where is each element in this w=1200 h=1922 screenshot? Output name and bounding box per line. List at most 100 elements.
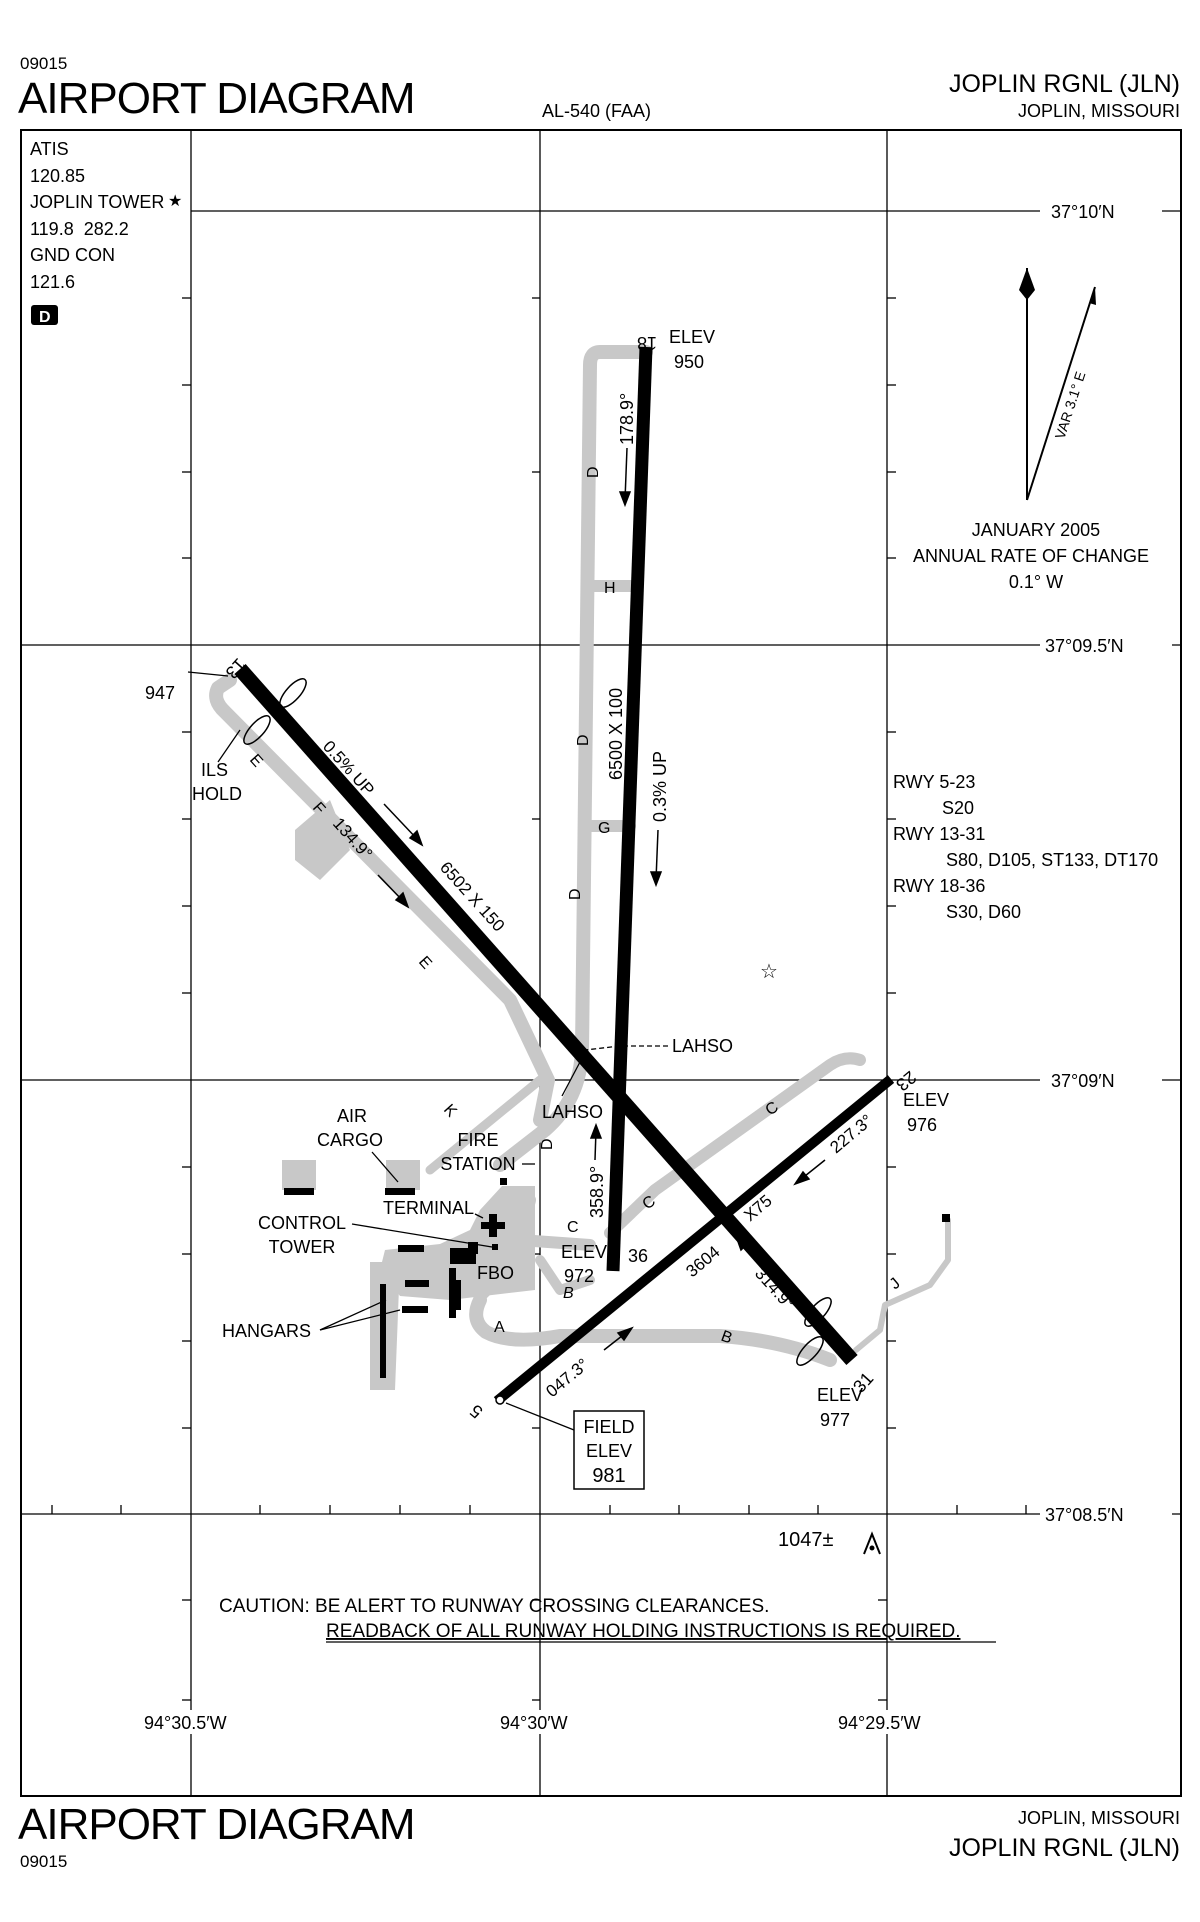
runway-23-elev-value: 976 (907, 1115, 937, 1135)
runway-36-heading-arrow-icon (589, 1122, 603, 1161)
magnetic-rate-label: ANNUAL RATE OF CHANGE (913, 546, 1149, 566)
control-tower-label-1: CONTROL (258, 1213, 346, 1233)
runway-5-heading-arrow-icon (603, 1326, 634, 1351)
tower-label: JOPLIN TOWER (30, 192, 164, 212)
runway-5-threshold-marker (495, 1395, 505, 1405)
terminal-label: TERMINAL (383, 1198, 474, 1218)
obstacle-height: 1047± (778, 1529, 833, 1551)
lahso-leader-2 (561, 1061, 581, 1097)
magnetic-rate-value: 0.1° W (1009, 572, 1063, 592)
caution-line-1: CAUTION: BE ALERT TO RUNWAY CROSSING CLE… (219, 1596, 769, 1617)
hangar-6 (455, 1280, 461, 1310)
taxiway-d-1: D (585, 466, 602, 478)
latitude-label-4: 37°08.5′N (1045, 1505, 1124, 1525)
ils-hold-label-1: ILS (201, 760, 228, 780)
taxiway-e-2: E (415, 953, 435, 972)
airport-city: JOPLIN, MISSOURI (1017, 101, 1180, 121)
runway-18-elev-value: 950 (674, 352, 704, 372)
hangar-5 (449, 1268, 456, 1318)
ground-frequency: 121.6 (30, 272, 75, 292)
fbo-label: FBO (477, 1263, 514, 1283)
runway-36-heading: 358.9° (587, 1166, 607, 1218)
control-tower-building (492, 1244, 498, 1250)
terminal-building (481, 1214, 505, 1237)
north-arrow-icon (1019, 268, 1096, 501)
runway-5-23 (493, 1075, 895, 1405)
hangar-1 (398, 1245, 424, 1252)
rwy-5-23-label: RWY 5-23 (893, 772, 975, 792)
longitude-label-3: 94°29.5′W (838, 1713, 921, 1733)
hangar-2 (405, 1280, 429, 1287)
runway-end-18: 18 (637, 333, 657, 353)
runway-36-elev-label: ELEV (561, 1242, 607, 1262)
runway-13-31 (234, 664, 858, 1365)
datalink-badge: D (39, 309, 51, 326)
hangar-7 (942, 1214, 950, 1222)
runway-36-elev-value: 972 (564, 1266, 594, 1286)
rotating-beacon-icon: ☆ (760, 961, 778, 983)
longitude-label-2: 94°30′W (500, 1713, 568, 1733)
field-elev-box (573, 1410, 645, 1490)
runway-18-36-slope-arrow-icon (649, 829, 663, 888)
runway-13-31-slope-arrow-icon (383, 803, 424, 847)
obstacle-icon (863, 1531, 881, 1555)
taxiway-k: K (440, 1101, 460, 1121)
taxiway-b-1: B (563, 1285, 574, 1302)
taxiway-g: G (598, 820, 610, 837)
taxiway-a: A (494, 1319, 505, 1336)
air-cargo-leader (371, 1151, 399, 1183)
runway-18-heading-arrow-icon (618, 447, 632, 508)
footer-airport: JOPLIN RGNL (JLN) (948, 1834, 1180, 1862)
longitude-label-1: 94°30.5′W (144, 1713, 227, 1733)
tower-star-icon: ★ (168, 193, 182, 210)
runway-23-elev-label: ELEV (903, 1090, 949, 1110)
fire-station-building (500, 1178, 507, 1185)
rwy-18-36-strength: S30, D60 (946, 902, 1021, 922)
fire-station-label-1: FIRE (457, 1130, 498, 1150)
runway-31-elev-label: ELEV (817, 1385, 863, 1405)
airport-name: JOPLIN RGNL (JLN) (948, 70, 1180, 98)
lahso-label-1: LAHSO (672, 1036, 733, 1056)
taxiway-d-2: D (575, 734, 592, 746)
hangar-3 (402, 1306, 428, 1313)
air-cargo-building-1 (284, 1188, 314, 1195)
air-cargo-label-2: CARGO (317, 1130, 383, 1150)
lahso-label-2: LAHSO (542, 1102, 603, 1122)
air-cargo-building-2 (385, 1188, 415, 1195)
runway-18-36 (606, 346, 653, 1272)
tower-frequency: 119.8 282.2 (30, 219, 129, 239)
atis-label: ATIS (30, 139, 69, 159)
graticule (21, 130, 1181, 1796)
runway-end-5: 5 (466, 1400, 487, 1422)
caution-line-2: READBACK OF ALL RUNWAY HOLDING INSTRUCTI… (326, 1621, 961, 1642)
runway-18-elev-label: ELEV (669, 327, 715, 347)
field-elev-leader (505, 1402, 575, 1431)
hangars-label: HANGARS (222, 1321, 311, 1341)
runway-23-heading-arrow-icon (793, 1159, 826, 1186)
hangar-4 (380, 1284, 386, 1378)
field-elev-value: 981 (592, 1465, 625, 1487)
runway-13-heading-arrow-icon (377, 874, 410, 909)
atis-frequency: 120.85 (30, 166, 85, 186)
runway-end-36: 36 (628, 1246, 648, 1266)
rwy-18-36-label: RWY 18-36 (893, 876, 985, 896)
latitude-label-1: 37°10′N (1051, 202, 1115, 222)
footer-title: AIRPORT DIAGRAM (18, 1800, 416, 1849)
hangars-leader (319, 1299, 401, 1331)
runway-31-elev-value: 977 (820, 1410, 850, 1430)
rwy-13-31-label: RWY 13-31 (893, 824, 985, 844)
taxiway-c-3: C (567, 1219, 579, 1236)
latitude-label-3: 37°09′N (1051, 1071, 1115, 1091)
footer-city: JOPLIN, MISSOURI (1017, 1808, 1180, 1828)
chart-number: 09015 (20, 54, 68, 73)
datalink-badge-box (31, 305, 58, 325)
field-elev-label-2: ELEV (586, 1441, 632, 1461)
ils-critical-area-icon (243, 678, 832, 1366)
fbo-building-2 (468, 1242, 478, 1254)
taxiway-j: J (887, 1275, 904, 1293)
ils-hold-label-2: HOLD (192, 784, 242, 804)
runway-31-heading-arrow-icon (734, 1234, 761, 1263)
footer-chart-number: 09015 (20, 1852, 68, 1871)
terminal-leader (474, 1213, 484, 1219)
runway-18-heading: 178.9° (617, 393, 637, 445)
